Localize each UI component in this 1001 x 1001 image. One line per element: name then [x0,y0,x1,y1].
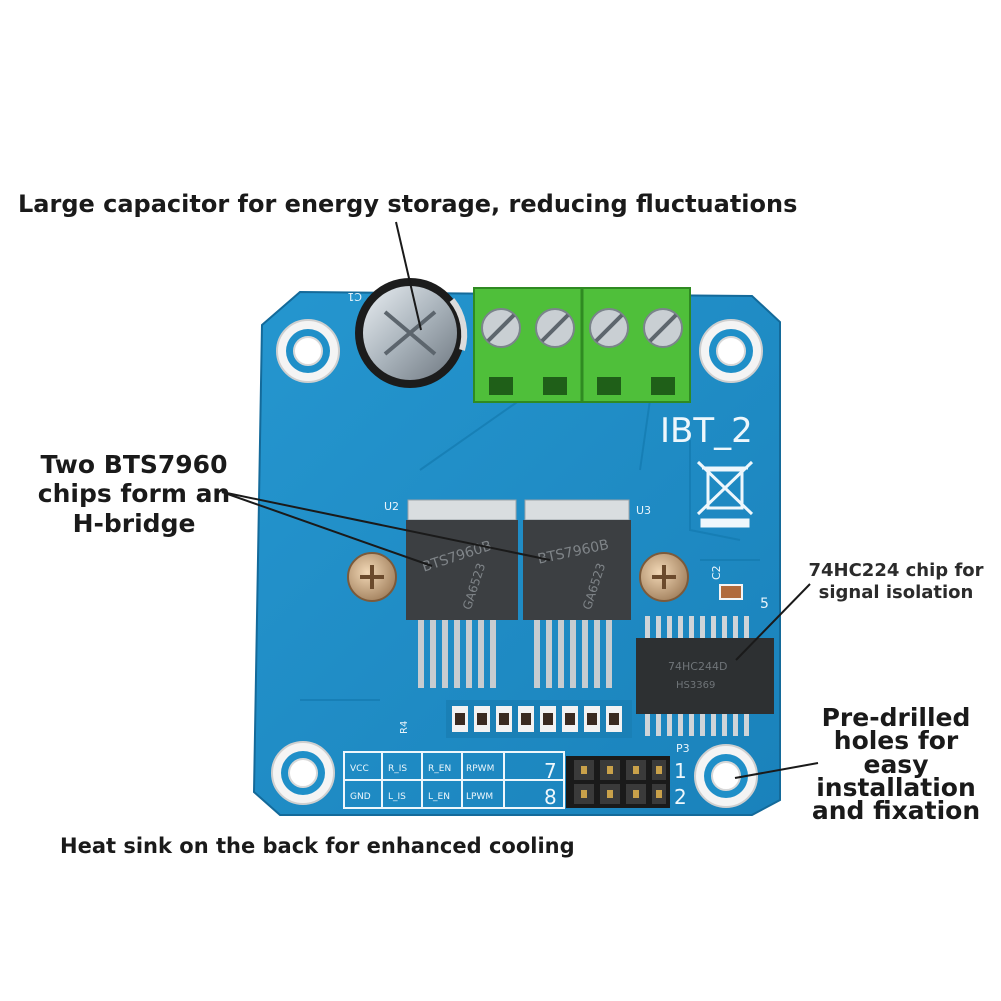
annotation-bts-chips: Two BTS7960 chips form an H-bridge [20,450,248,538]
annotation-holes-line-3: easy [863,749,929,779]
pin-label-table: VCC R_IS R_EN RPWM GND L_IS L_EN LPWM 7 … [343,751,687,809]
pin-rpwm: RPWM [466,764,494,774]
pin-num-2: 2 [674,785,687,809]
smd-capacitor-c2 [719,584,743,600]
smd-resistor-row [446,700,632,738]
annotation-hc-chip: 74HC224 chip for signal isolation [796,560,996,603]
terminal-screws [481,308,683,348]
annotation-holes-line-5: and fixation [811,796,981,825]
mounting-hole-bottom-right [694,744,758,808]
pin-vcc: VCC [350,764,369,774]
silk-c2: C2 [710,565,723,580]
hc-code: HS3369 [676,680,715,691]
74hc-chip: 74HC244D HS3369 [636,616,774,736]
mounting-hole-bottom-left [271,741,335,805]
screw-terminal-block [473,287,691,403]
annotation-bts-line-2: chips form an [37,479,231,509]
capacitor-c1 [355,278,468,388]
pin-lpwm: LPWM [466,792,493,802]
brass-screw-right [639,552,689,602]
silk-r4: R4 [399,721,410,734]
bts7960-chip-right: BTS7960B GA6523 [523,499,631,688]
terminal-wire-slots [489,377,675,395]
pin-num-1: 1 [674,759,687,783]
annotation-holes-line-4: installation [816,772,976,802]
pin-header-p3 [566,756,670,808]
annotation-holes-line-2: holes for [833,726,959,756]
annotation-hc-line-1: 74HC224 chip for [808,560,984,581]
annotation-leader-lines [221,221,819,779]
bts7960-chip-left: BTS7960B GA6523 [406,499,518,688]
annotation-bts-line-1: Two BTS7960 [40,450,228,479]
annotation-holes: Pre-drilled holes for easy installation … [806,703,986,825]
silk-c1: C1 [347,290,362,303]
silk-u3: U3 [636,504,651,517]
brass-screw-left [347,552,397,602]
pin-l-en: L_EN [428,792,450,802]
annotation-capacitor: Large capacitor for energy storage, redu… [18,190,798,218]
mounting-hole-top-right [699,319,763,383]
hc-marking: 74HC244D [668,660,727,673]
silk-pin5: 5 [760,596,769,612]
pin-r-en: R_EN [428,764,451,774]
pin-r-is: R_IS [388,764,407,774]
mounting-hole-top-left [276,319,340,383]
pin-gnd: GND [350,792,371,802]
annotation-hc-line-2: signal isolation [818,581,974,603]
weee-bin-icon [696,460,754,528]
board-model-label: IBT_2 [660,411,753,451]
pin-l-is: L_IS [388,792,406,802]
annotation-heat-sink: Heat sink on the back for enhanced cooli… [60,834,575,858]
pin-num-7: 7 [544,759,557,783]
pin-num-8: 8 [544,785,557,809]
annotation-holes-line-1: Pre-drilled [821,703,971,732]
annotation-bts-line-3: H-bridge [72,508,196,538]
silk-p3: P3 [676,742,690,755]
silk-u2: U2 [384,500,399,513]
